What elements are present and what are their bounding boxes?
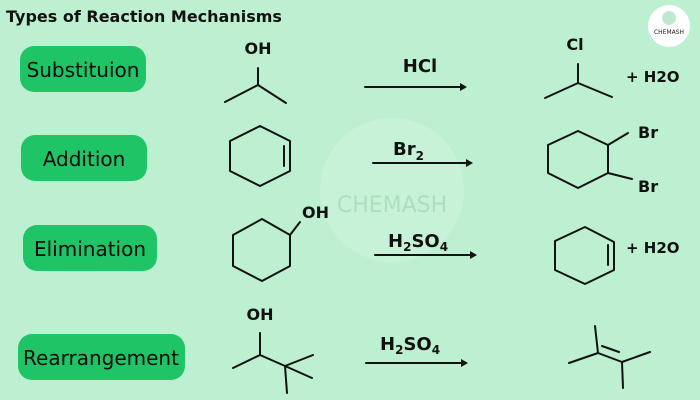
substitution-button[interactable] (20, 46, 146, 92)
isopropanol-structure (224, 67, 287, 104)
row-addition: Addition Br2 Br Br (21, 123, 658, 196)
rearrangement-button[interactable] (18, 334, 185, 380)
substitution-label: Substituion (27, 58, 140, 82)
row-rearrangement: Rearrangement OH H2SO4 (18, 305, 651, 394)
reactant-group: OH (247, 305, 274, 324)
rearrangement-label: Rearrangement (23, 346, 179, 370)
byproduct: + H2O (626, 239, 680, 257)
tetramethylethylene-structure (568, 325, 651, 389)
dibromocyclohexane-structure (547, 130, 633, 189)
chloropropane-structure (544, 63, 613, 99)
dimethylbutanol-structure (232, 332, 314, 394)
watermark: CHEMASH (320, 118, 464, 262)
reagent: H2SO4 (380, 334, 440, 357)
cyclohexene-structure (229, 125, 291, 187)
byproduct: + H2O (626, 68, 680, 86)
reagent: Br2 (393, 139, 424, 163)
chemash-logo: CHEMASH (648, 5, 690, 47)
product-group: Br (638, 177, 658, 196)
elimination-label: Elimination (34, 237, 146, 261)
svg-text:CHEMASH: CHEMASH (654, 29, 684, 36)
reagent: HCl (403, 56, 437, 77)
svg-text:CHEMASH: CHEMASH (337, 193, 447, 218)
row-elimination: Elimination OH H2SO4 + H2O (23, 203, 680, 285)
product-group: Br (638, 123, 658, 142)
cyclohexene-product-structure (554, 226, 615, 285)
row-substitution: Substituion OH HCl Cl + H2O (20, 35, 680, 104)
reactant-group: OH (302, 203, 329, 222)
reactant-group: OH (245, 39, 272, 58)
elimination-button[interactable] (23, 225, 157, 271)
product-group: Cl (566, 35, 583, 54)
page-title: Types of Reaction Mechanisms (6, 7, 282, 26)
addition-label: Addition (43, 147, 126, 171)
addition-button[interactable] (21, 135, 147, 181)
cyclohexanol-structure (232, 218, 301, 282)
reagent: H2SO4 (388, 231, 448, 254)
